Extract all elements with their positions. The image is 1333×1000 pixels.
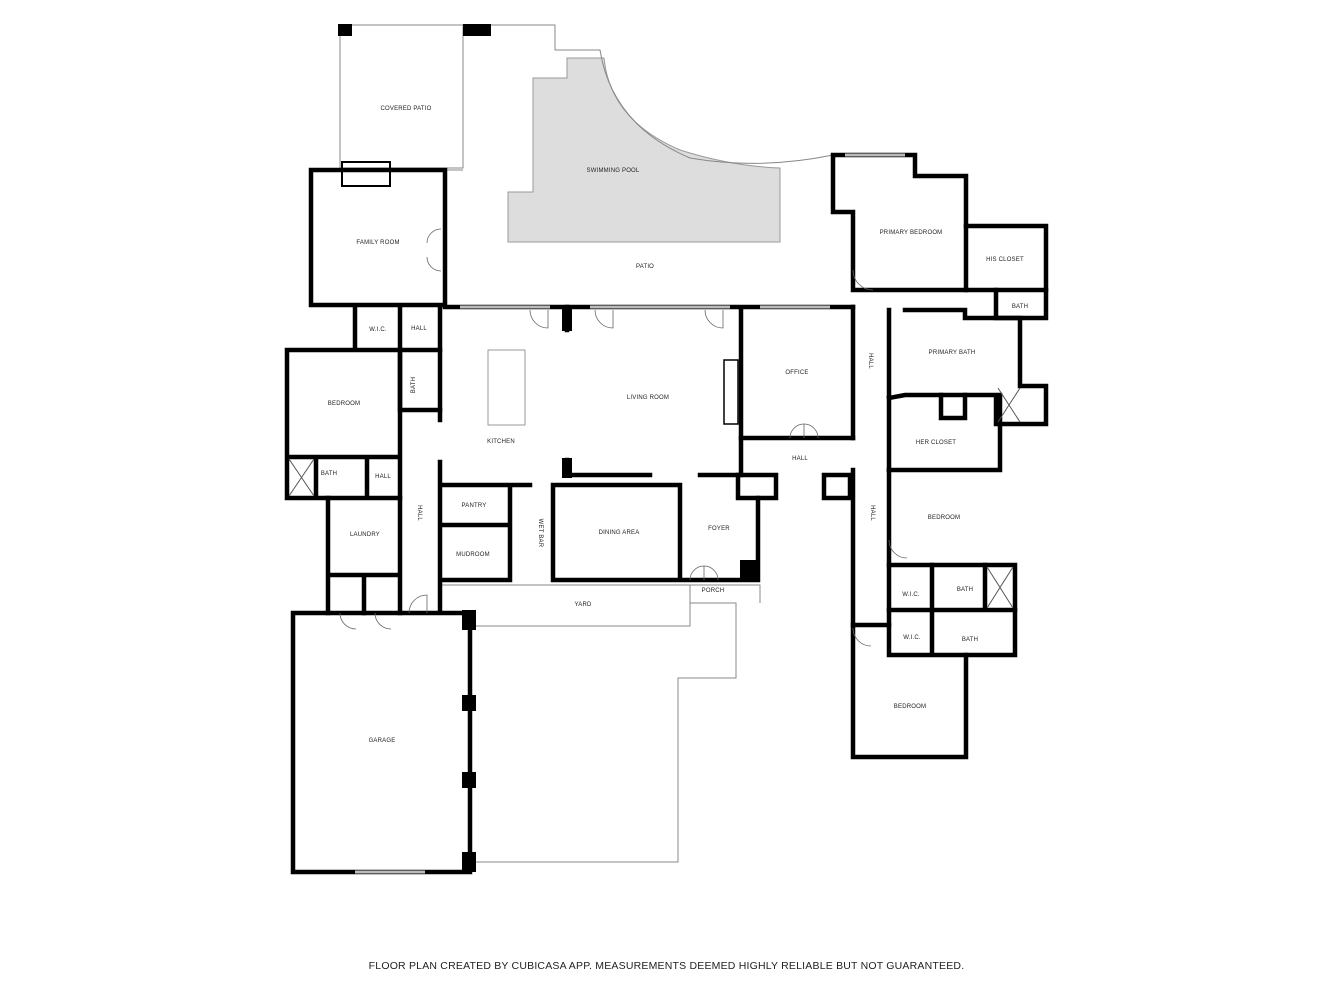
room-label: BATH — [962, 637, 978, 643]
room-label: PRIMARY BEDROOM — [880, 230, 943, 236]
room-label: YARD — [574, 602, 591, 608]
room-label: BATH — [321, 471, 337, 477]
fireplace — [723, 359, 739, 425]
room-label: HIS CLOSET — [986, 257, 1024, 263]
shower — [997, 387, 1021, 423]
room-label: DINING AREA — [599, 530, 640, 536]
room-label: KITCHEN — [487, 439, 515, 445]
room-label: PRIMARY BATH — [929, 350, 976, 356]
room-label: HER CLOSET — [916, 440, 956, 446]
room-label: OFFICE — [785, 370, 808, 376]
room-label: BATH — [957, 587, 973, 593]
disclaimer-footer: FLOOR PLAN CREATED BY CUBICASA APP. MEAS… — [368, 960, 965, 972]
room-label: HALL — [792, 456, 808, 462]
outdoor-outlines — [339, 24, 834, 863]
room-label: LIVING ROOM — [627, 395, 669, 401]
room-label: LAUNDRY — [350, 532, 380, 538]
room-label: FAMILY ROOM — [356, 240, 399, 246]
room-label: W.I.C. — [369, 327, 387, 333]
room-label: MUDROOM — [456, 552, 490, 558]
room-label: HALL — [375, 474, 391, 480]
room-label: BEDROOM — [328, 401, 360, 407]
room-label: FOYER — [708, 526, 730, 532]
room-label: BEDROOM — [928, 515, 960, 521]
walls — [284, 152, 1049, 875]
room-label: BATH — [1012, 304, 1028, 310]
room-label: GARAGE — [369, 738, 396, 744]
room-label: WET BAR — [537, 519, 543, 548]
room-label: PORCH — [702, 588, 725, 594]
room-label: BEDROOM — [894, 704, 926, 710]
room-label: COVERED PATIO — [380, 106, 431, 112]
room-label: PANTRY — [462, 503, 487, 509]
room-labels: COVERED PATIO SWIMMING POOL PATIO FAMILY… — [321, 106, 1028, 744]
room-label: BATH — [411, 377, 417, 393]
room-label: W.I.C. — [903, 635, 921, 641]
room-label: W.I.C. — [902, 592, 920, 598]
room-label: HALL — [416, 505, 422, 521]
kitchen-island — [487, 349, 526, 426]
shower — [288, 458, 315, 497]
room-label: HALL — [867, 353, 873, 369]
room-label: SWIMMING POOL — [587, 168, 640, 174]
doors — [339, 228, 908, 647]
swimming-pool — [507, 57, 781, 243]
shower — [986, 566, 1014, 609]
room-label: PATIO — [636, 264, 654, 270]
room-label: HALL — [869, 505, 875, 521]
room-label: HALL — [411, 326, 427, 332]
